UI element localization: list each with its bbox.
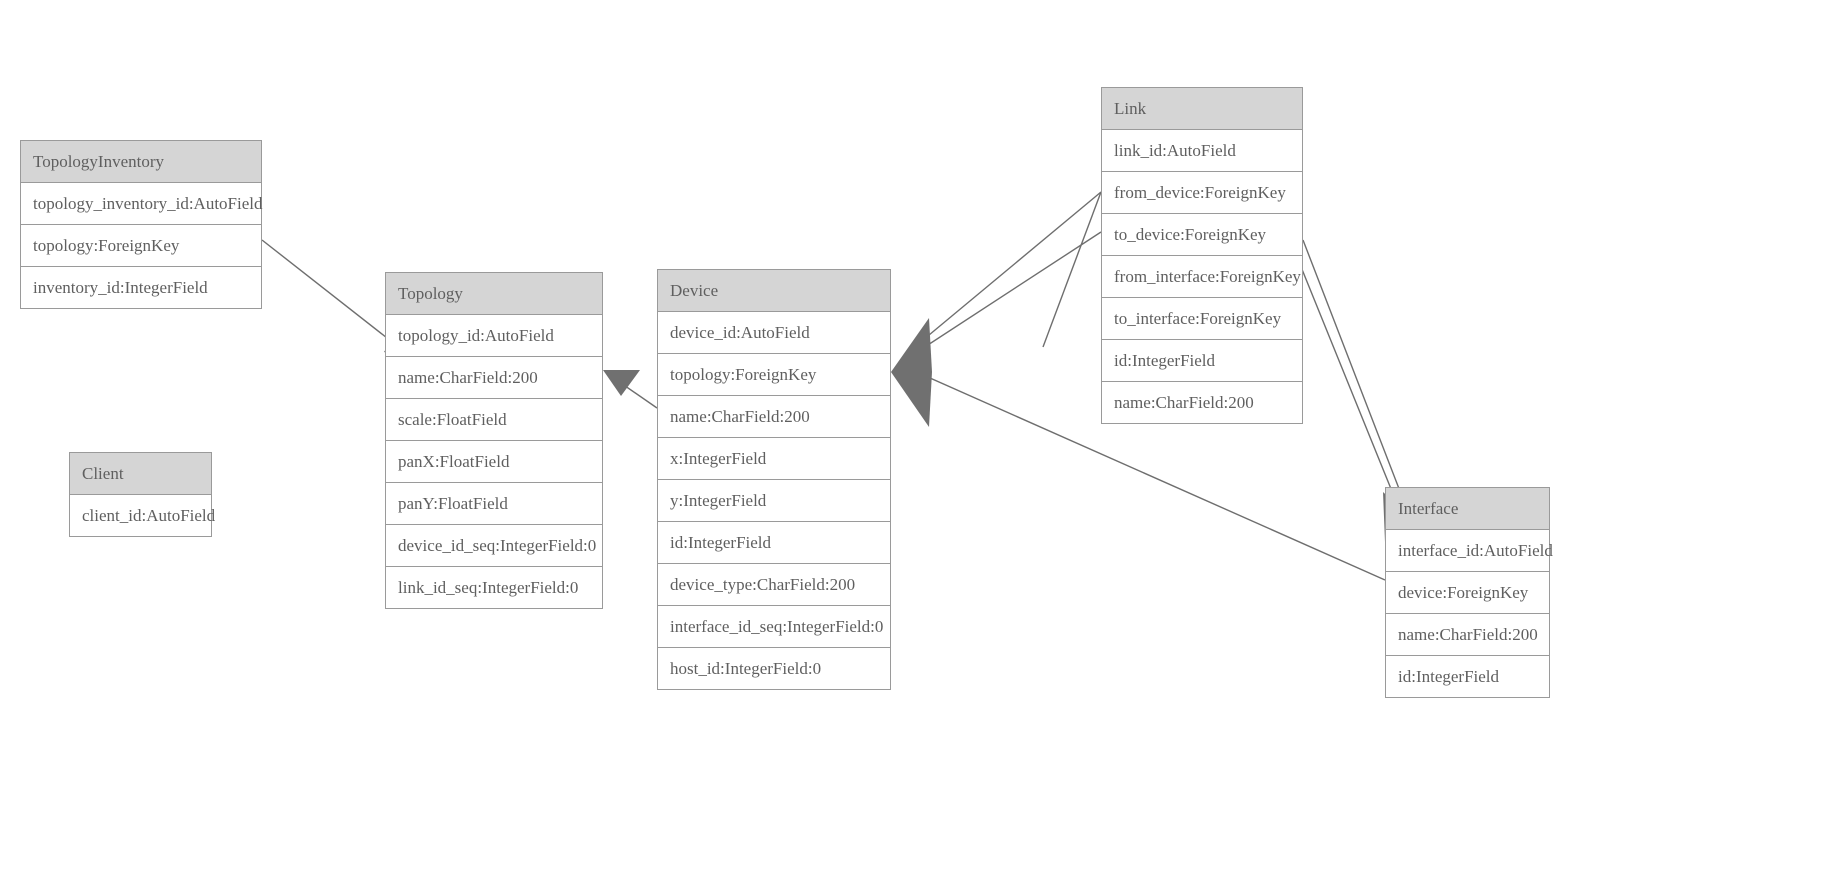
entity-field: from_interface:ForeignKey <box>1102 256 1302 298</box>
entity-topology-inventory[interactable]: TopologyInventory topology_inventory_id:… <box>20 140 263 309</box>
edge-link-to-device <box>910 231 1102 357</box>
entity-field: link_id_seq:IntegerField:0 <box>386 567 602 608</box>
entity-field: device_id:AutoField <box>658 312 890 354</box>
entity-device[interactable]: Device device_id:AutoField topology:Fore… <box>657 269 891 690</box>
entity-title-topology-inventory: TopologyInventory <box>21 141 261 183</box>
entity-client[interactable]: Client client_id:AutoField <box>69 452 215 537</box>
entity-field: name:CharField:200 <box>1102 382 1302 423</box>
entity-field: name:CharField:200 <box>658 396 890 438</box>
edge-link-from-device <box>910 191 1102 351</box>
entity-field: interface_id:AutoField <box>1386 530 1553 572</box>
entity-field: topology:ForeignKey <box>21 225 261 267</box>
entity-field: host_id:IntegerField:0 <box>658 648 890 689</box>
entity-title-interface: Interface <box>1386 488 1549 530</box>
entity-field: interface_id_seq:IntegerField:0 <box>658 606 890 648</box>
entity-topology[interactable]: Topology topology_id:AutoField name:Char… <box>385 272 603 609</box>
entity-field: device_id_seq:IntegerField:0 <box>386 525 602 567</box>
entity-field: name:CharField:200 <box>1386 614 1549 656</box>
entity-field: name:CharField:200 <box>386 357 602 399</box>
entity-field: scale:FloatField <box>386 399 602 441</box>
entity-field: device:ForeignKey <box>1386 572 1549 614</box>
entity-field: from_device:ForeignKey <box>1102 172 1302 214</box>
entity-title-device: Device <box>658 270 890 312</box>
edge-link-from-interface <box>1302 239 1409 513</box>
entity-field: panY:FloatField <box>386 483 602 525</box>
entity-field: to_interface:ForeignKey <box>1102 298 1302 340</box>
entity-field: to_device:ForeignKey <box>1102 214 1302 256</box>
arrowhead-device-right-upper <box>891 318 932 372</box>
entity-title-link: Link <box>1102 88 1302 130</box>
entity-field: topology_inventory_id:AutoField <box>21 183 263 225</box>
entity-field: device_type:CharField:200 <box>658 564 890 606</box>
entity-field: id:IntegerField <box>1102 340 1302 382</box>
entity-field: id:IntegerField <box>658 522 890 564</box>
entity-interface[interactable]: Interface interface_id:AutoField device:… <box>1385 487 1553 698</box>
entity-title-topology: Topology <box>386 273 602 315</box>
entity-link[interactable]: Link link_id:AutoField from_device:Forei… <box>1101 87 1303 424</box>
entity-field: inventory_id:IntegerField <box>21 267 261 308</box>
entity-field: link_id:AutoField <box>1102 130 1302 172</box>
arrowhead-device-right-lower <box>891 372 932 427</box>
edge-link-to-interface <box>1296 256 1403 517</box>
entity-field: topology:ForeignKey <box>658 354 890 396</box>
entity-field: y:IntegerField <box>658 480 890 522</box>
entity-field: topology_id:AutoField <box>386 315 602 357</box>
entity-field: x:IntegerField <box>658 438 890 480</box>
edge-device-topology <box>603 370 658 409</box>
entity-title-client: Client <box>70 453 211 495</box>
entity-field: client_id:AutoField <box>70 495 215 536</box>
entity-field: id:IntegerField <box>1386 656 1549 697</box>
entity-field: panX:FloatField <box>386 441 602 483</box>
